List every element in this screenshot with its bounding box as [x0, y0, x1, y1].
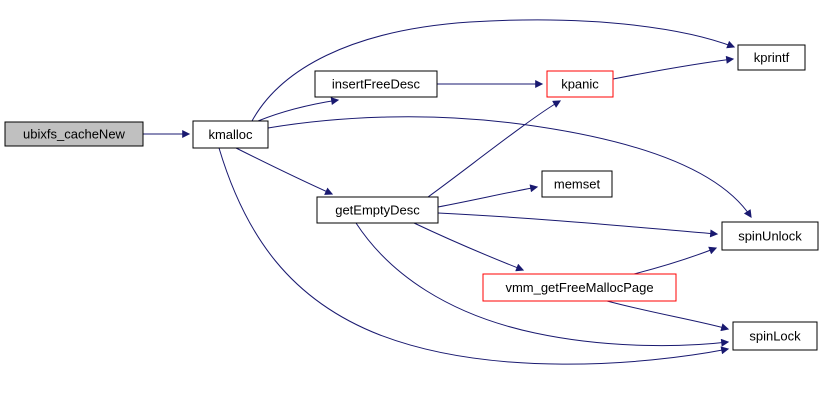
- edge-getEmptyDesc-to-vmm_getFreeMallocPage: [413, 222, 525, 272]
- node-ubixfs_cacheNew-box[interactable]: [4, 121, 144, 147]
- node-memset[interactable]: memset: [541, 170, 613, 198]
- node-kpanic-label: kpanic: [561, 77, 599, 92]
- node-spinUnlock-label: spinUnlock: [738, 229, 802, 244]
- node-spinUnlock-box[interactable]: [721, 221, 819, 251]
- node-memset-label: memset: [554, 177, 601, 192]
- edge-vmm_getFreeMallocPage-to-spinUnlock: [633, 246, 718, 275]
- node-vmm_getFreeMallocPage-box[interactable]: [482, 273, 677, 302]
- edge-kpanic-to-kprintf: [612, 55, 735, 80]
- node-vmm_getFreeMallocPage[interactable]: vmm_getFreeMallocPage: [482, 273, 677, 302]
- node-kprintf-label: kprintf: [754, 50, 790, 65]
- node-kpanic-box[interactable]: [546, 70, 614, 98]
- edge-kmalloc-to-kprintf: [251, 19, 736, 122]
- node-insertFreeDesc-label: insertFreeDesc: [332, 77, 421, 92]
- edge-getEmptyDesc-to-spinLock: [355, 222, 730, 347]
- node-getEmptyDesc-box[interactable]: [316, 196, 439, 224]
- node-spinUnlock[interactable]: spinUnlock: [721, 221, 819, 251]
- edge-kmalloc-to-getEmptyDesc: [235, 147, 334, 195]
- edge-getEmptyDesc-to-kpanic: [427, 100, 562, 198]
- node-spinLock-box[interactable]: [732, 321, 818, 351]
- node-ubixfs_cacheNew[interactable]: ubixfs_cacheNew: [4, 121, 144, 147]
- node-kprintf[interactable]: kprintf: [737, 44, 806, 71]
- edge-kmalloc-to-insertFreeDesc: [257, 97, 340, 122]
- node-spinLock-label: spinLock: [749, 329, 801, 344]
- node-ubixfs_cacheNew-label: ubixfs_cacheNew: [23, 127, 125, 142]
- node-insertFreeDesc-box[interactable]: [314, 70, 438, 98]
- node-kprintf-box[interactable]: [737, 44, 806, 71]
- node-spinLock[interactable]: spinLock: [732, 321, 818, 351]
- node-kpanic[interactable]: kpanic: [546, 70, 614, 98]
- edge-kmalloc-to-spinUnlock: [267, 116, 752, 219]
- node-memset-box[interactable]: [541, 170, 613, 198]
- node-kmalloc[interactable]: kmalloc: [192, 120, 269, 149]
- node-kmalloc-label: kmalloc: [208, 127, 253, 142]
- edge-kmalloc-to-spinLock: [218, 147, 730, 365]
- node-kmalloc-box[interactable]: [192, 120, 269, 149]
- node-vmm_getFreeMallocPage-label: vmm_getFreeMallocPage: [505, 280, 653, 295]
- edge-getEmptyDesc-to-memset: [437, 184, 539, 208]
- edge-getEmptyDesc-to-spinUnlock: [437, 212, 719, 238]
- node-getEmptyDesc[interactable]: getEmptyDesc: [316, 196, 439, 224]
- node-getEmptyDesc-label: getEmptyDesc: [335, 203, 420, 218]
- node-insertFreeDesc[interactable]: insertFreeDesc: [314, 70, 438, 98]
- edge-vmm_getFreeMallocPage-to-spinLock: [606, 300, 730, 332]
